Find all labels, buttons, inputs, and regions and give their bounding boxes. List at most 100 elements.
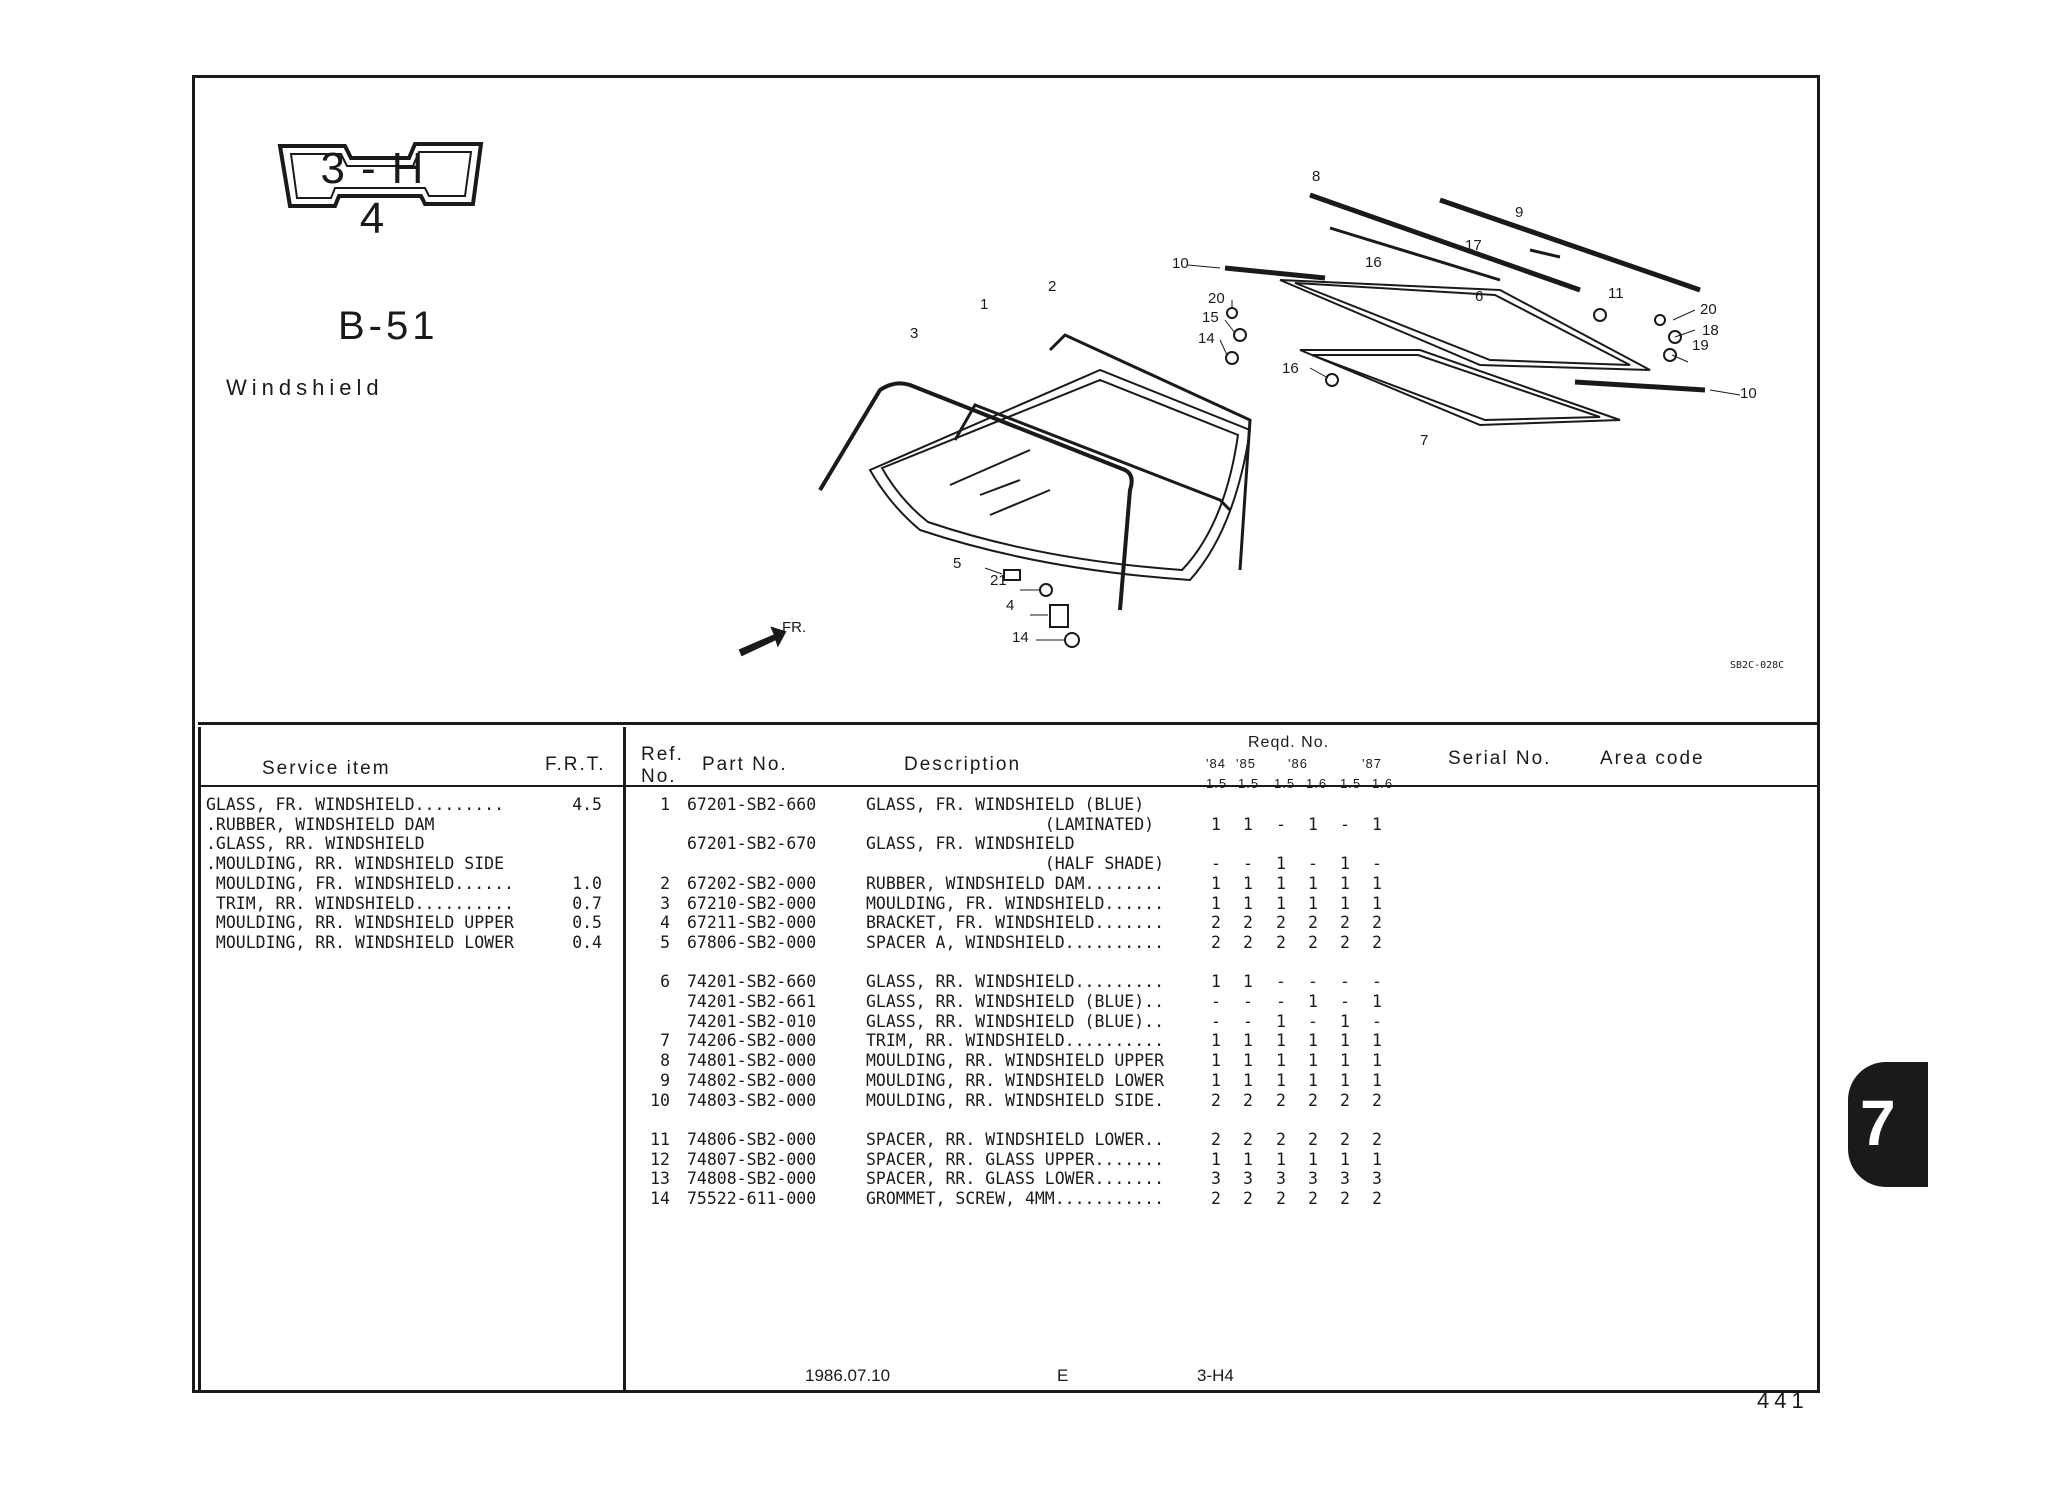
part-description: GROMMET, SCREW, 4MM...........	[866, 1189, 1165, 1208]
engine-6: 1.6	[1372, 776, 1394, 791]
part-qty: 1	[1276, 1150, 1286, 1169]
part-qty: 1	[1211, 1150, 1221, 1169]
part-ref-no: 12	[650, 1150, 670, 1169]
engine-2: 1.5	[1238, 776, 1260, 791]
year-2: '85	[1236, 756, 1256, 771]
callout-10a: 10	[1172, 255, 1189, 272]
part-qty: 2	[1308, 1130, 1318, 1149]
part-qty: 1	[1340, 1012, 1350, 1031]
part-qty: 1	[1372, 1051, 1382, 1070]
header-service-item: Service item	[262, 758, 391, 779]
part-qty: 2	[1211, 1189, 1221, 1208]
part-qty: 1	[1243, 1150, 1253, 1169]
table-frame	[198, 722, 1820, 1394]
section-badge: 3-H 4	[320, 144, 440, 243]
part-qty: 1	[1243, 1071, 1253, 1090]
part-qty: 1	[1276, 894, 1286, 913]
part-qty: 2	[1340, 913, 1350, 932]
year-1: '84	[1206, 756, 1226, 771]
part-number: 75522-611-000	[687, 1189, 817, 1208]
part-qty: 1	[1211, 815, 1221, 834]
part-qty: -	[1372, 854, 1382, 873]
part-qty: 1	[1308, 874, 1318, 893]
part-qty: 1	[1308, 1051, 1318, 1070]
callout-5: 5	[953, 555, 961, 572]
part-qty: 1	[1276, 1051, 1286, 1070]
footer-date: 1986.07.10	[805, 1366, 891, 1385]
service-item-frt: 0.7	[572, 894, 602, 913]
part-qty: 3	[1308, 1169, 1318, 1188]
part-qty: 1	[1211, 1051, 1221, 1070]
part-qty: 1	[1340, 1071, 1350, 1090]
rear-glass-shape	[1279, 279, 1651, 371]
chapter-tab-number: 7	[1860, 1087, 1896, 1159]
part-ref-no: 11	[650, 1130, 670, 1149]
part-qty: 2	[1372, 1130, 1382, 1149]
part-qty: 1	[1211, 972, 1221, 991]
part-number: 74206-SB2-000	[687, 1031, 817, 1050]
chapter-tab	[1848, 1062, 1928, 1187]
part-description: GLASS, RR. WINDSHIELD.........	[866, 972, 1165, 991]
part-qty: 1	[1276, 854, 1286, 873]
part-qty: 2	[1243, 1189, 1253, 1208]
footer-edition: E	[1057, 1366, 1069, 1385]
figure-code: SB2C-028C	[1730, 660, 1785, 671]
part-number: 74201-SB2-010	[687, 1012, 817, 1031]
part-number: 67202-SB2-000	[687, 874, 817, 893]
part-description: SPACER, RR. GLASS LOWER.......	[866, 1169, 1165, 1188]
part-qty: -	[1276, 815, 1286, 834]
part-qty: 2	[1308, 933, 1318, 952]
callout-10b: 10	[1740, 385, 1757, 402]
service-item: TRIM, RR. WINDSHIELD..........	[206, 894, 514, 913]
part-qty: 1	[1243, 815, 1253, 834]
part-qty: 2	[1211, 913, 1221, 932]
header-description: Description	[904, 754, 1022, 775]
part-qty: 2	[1308, 1189, 1318, 1208]
part-description: GLASS, RR. WINDSHIELD (BLUE)..	[866, 992, 1165, 1011]
service-item-frt: 0.5	[572, 913, 602, 932]
engine-1: 1.5	[1206, 776, 1228, 791]
part-qty: 1	[1243, 874, 1253, 893]
part-qty: 2	[1243, 1130, 1253, 1149]
part-qty: 2	[1243, 913, 1253, 932]
part-qty: 2	[1276, 1189, 1286, 1208]
part-qty: 1	[1276, 1071, 1286, 1090]
front-glass-shape	[868, 368, 1252, 582]
part-ref-no: 14	[650, 1189, 670, 1208]
part-number: 74806-SB2-000	[687, 1130, 817, 1149]
callout-2: 2	[1048, 278, 1056, 295]
part-qty: 1	[1243, 894, 1253, 913]
header-ref-no-2: No.	[641, 766, 677, 787]
part-ref-no: 13	[650, 1169, 670, 1188]
part-qty: 2	[1372, 1189, 1382, 1208]
service-item: .RUBBER, WINDSHIELD DAM	[206, 815, 435, 834]
part-qty: 1	[1211, 874, 1221, 893]
part-qty: -	[1243, 992, 1253, 1011]
part-qty: 2	[1308, 1091, 1318, 1110]
part-qty: 1	[1243, 972, 1253, 991]
part-qty: 1	[1308, 1031, 1318, 1050]
part-qty: 3	[1340, 1169, 1350, 1188]
part-ref-no: 10	[650, 1091, 670, 1110]
part-qty: 2	[1243, 933, 1253, 952]
part-qty: 2	[1372, 1091, 1382, 1110]
section-title: Windshield	[226, 375, 384, 400]
part-qty: 2	[1276, 1091, 1286, 1110]
callout-11: 11	[1608, 285, 1624, 302]
part-ref-no: 4	[660, 913, 670, 932]
part-number: 67201-SB2-670	[687, 834, 817, 853]
callout-7: 7	[1420, 432, 1428, 449]
part-qty: 3	[1276, 1169, 1286, 1188]
part-ref-no: 8	[660, 1051, 670, 1070]
part-qty: -	[1211, 992, 1221, 1011]
callout-20b: 20	[1700, 301, 1717, 318]
callout-16: 15	[1202, 309, 1219, 326]
service-item: MOULDING, RR. WINDSHIELD UPPER	[206, 913, 514, 932]
part-ref-no: 3	[660, 894, 670, 913]
part-qty: 2	[1372, 913, 1382, 932]
part-qty: 1	[1340, 894, 1350, 913]
part-qty: -	[1340, 972, 1350, 991]
part-ref-no: 7	[660, 1031, 670, 1050]
part-qty: 1	[1340, 854, 1350, 873]
part-qty: 1	[1243, 1031, 1253, 1050]
